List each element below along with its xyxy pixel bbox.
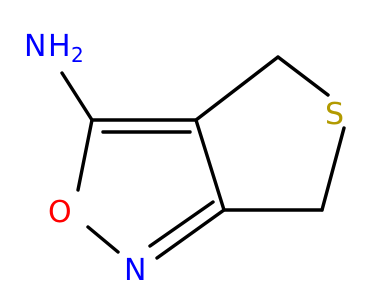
amine-h-label: H — [48, 29, 71, 64]
bond-c3a-c6a — [194, 118, 226, 212]
bond-n-c6a — [155, 208, 226, 260]
bond-c3a-c4 — [194, 55, 280, 122]
amine-n-label: N — [24, 29, 46, 64]
bond-o-n — [86, 225, 120, 254]
oxygen-label: O — [48, 195, 72, 230]
nitrogen-label: N — [124, 253, 146, 288]
amine-h-count: 2 — [71, 43, 84, 67]
bond-c3-nh2 — [60, 71, 94, 122]
bond-c3-o — [76, 118, 94, 192]
bond-n-c6a-inner — [148, 200, 215, 248]
sulfur-label: S — [325, 97, 344, 132]
bond-c4-s — [276, 55, 330, 97]
bond-s-c6 — [320, 126, 346, 212]
